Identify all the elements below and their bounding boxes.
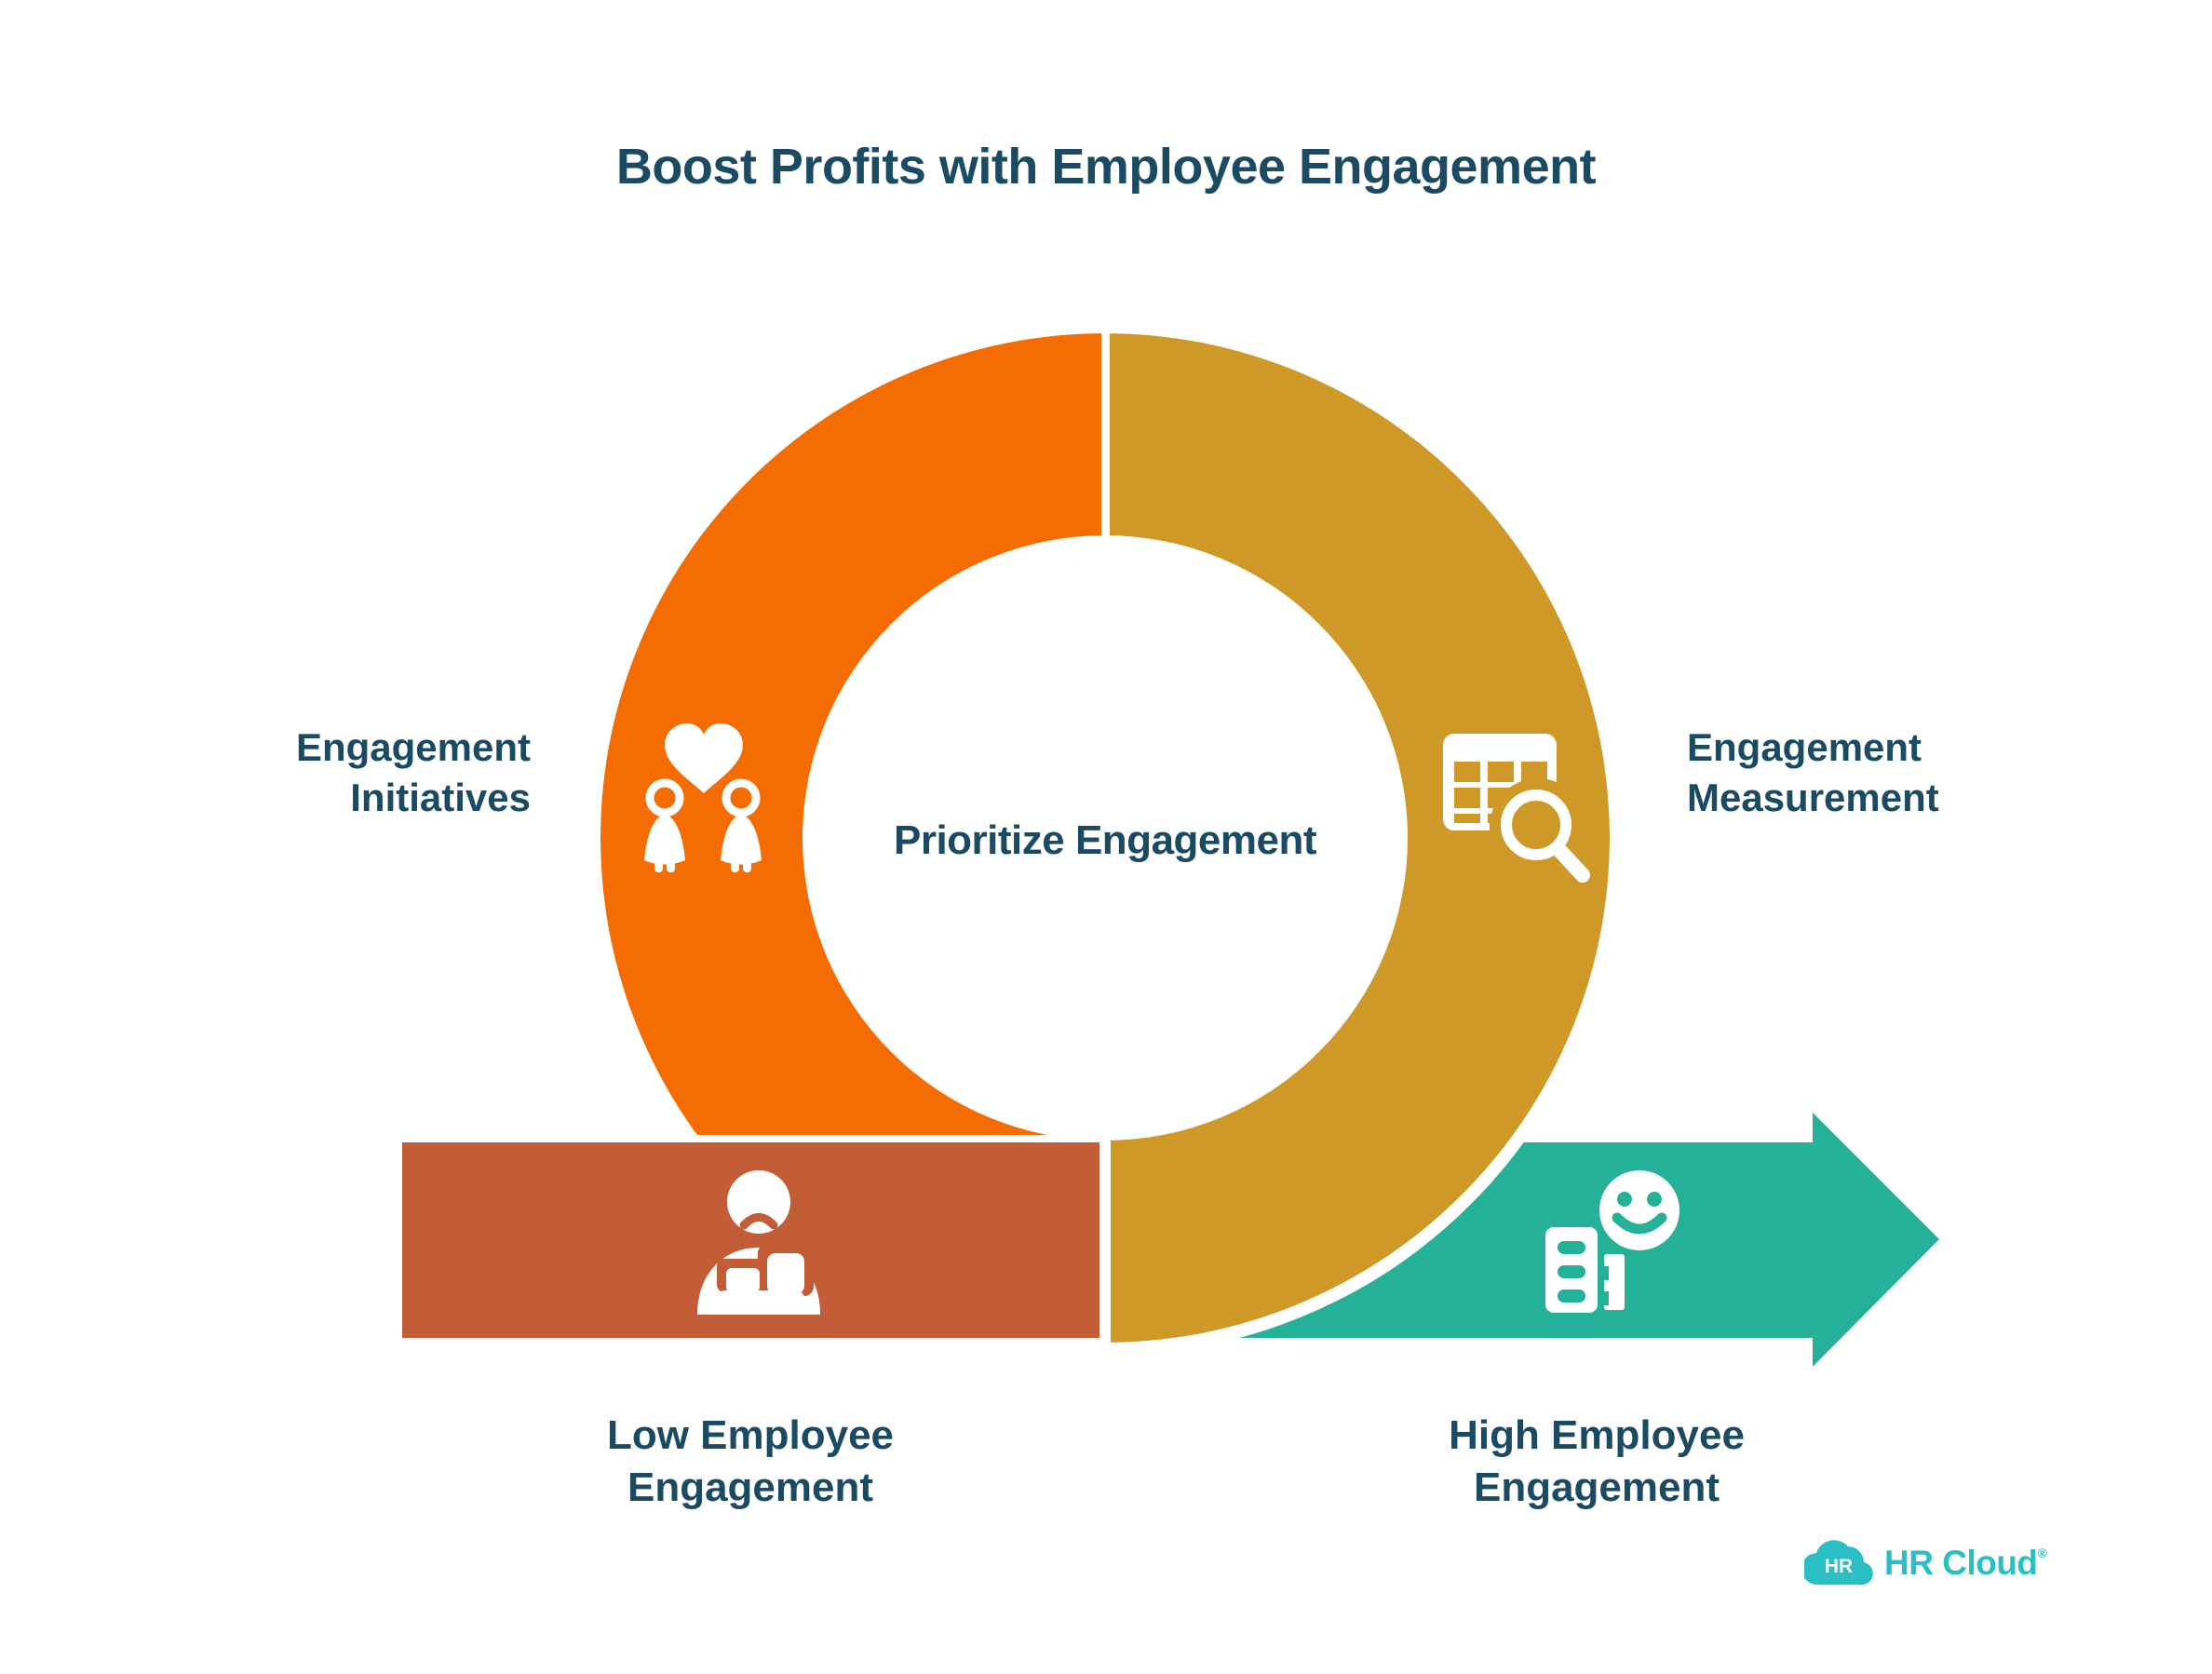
registered-mark: ®: [2037, 1546, 2047, 1560]
page-title: Boost Profits with Employee Engagement: [615, 139, 1597, 195]
person-head: [645, 778, 684, 817]
desk-bar: [717, 1290, 804, 1311]
person-body: [721, 814, 762, 865]
logo-wordmark: HR Cloud®: [1884, 1544, 2047, 1583]
hr-cloud-badge-icon: HR: [1804, 1540, 1873, 1586]
sad-person-head: [727, 1170, 790, 1234]
person-head: [722, 778, 761, 817]
ring-left-orange-segment: [600, 333, 1105, 1343]
building-window: [1558, 1265, 1585, 1278]
annex-notch: [1598, 1266, 1609, 1280]
logo-name: HR Cloud: [1884, 1544, 2038, 1582]
heart-shape: [665, 723, 743, 793]
paper-shape: [726, 1268, 760, 1292]
frown-mouth: [739, 1213, 778, 1230]
label-prioritize-engagement: Prioritize Engagement: [893, 817, 1317, 863]
laptop-shape: [767, 1253, 804, 1294]
magnifier-handle: [1551, 842, 1590, 883]
building-window: [1558, 1289, 1585, 1303]
magnifier-lens: [1501, 790, 1571, 860]
ring-top-divider: [1101, 326, 1110, 545]
label-low-employee-engagement: Low Employee Engagement: [606, 1412, 895, 1510]
label-high-employee-engagement: High Employee Engagement: [1449, 1412, 1745, 1510]
couple-heart-icon: [644, 723, 762, 872]
hr-cloud-logo: HR HR Cloud®: [1804, 1534, 2047, 1592]
smiley-eye: [1647, 1192, 1662, 1207]
cloud-badge-text: HR: [1825, 1556, 1853, 1577]
cloud-shape: [1804, 1540, 1873, 1586]
building-window: [1558, 1241, 1585, 1254]
table-search-icon: [1443, 734, 1590, 883]
person-body: [644, 814, 685, 865]
smiley-eye: [1617, 1192, 1632, 1207]
smiley-face: [1599, 1170, 1679, 1250]
annex-notch: [1598, 1291, 1609, 1305]
building-smiley-icon: [1545, 1170, 1679, 1316]
ring-right-gold-segment: [1105, 333, 1610, 1343]
label-engagement-measurement: Engagement Measurement: [1687, 725, 1939, 819]
smiley-mouth: [1612, 1212, 1667, 1235]
sad-person-icon: [697, 1170, 820, 1315]
label-engagement-initiatives: Engagement Initiatives: [295, 725, 531, 819]
